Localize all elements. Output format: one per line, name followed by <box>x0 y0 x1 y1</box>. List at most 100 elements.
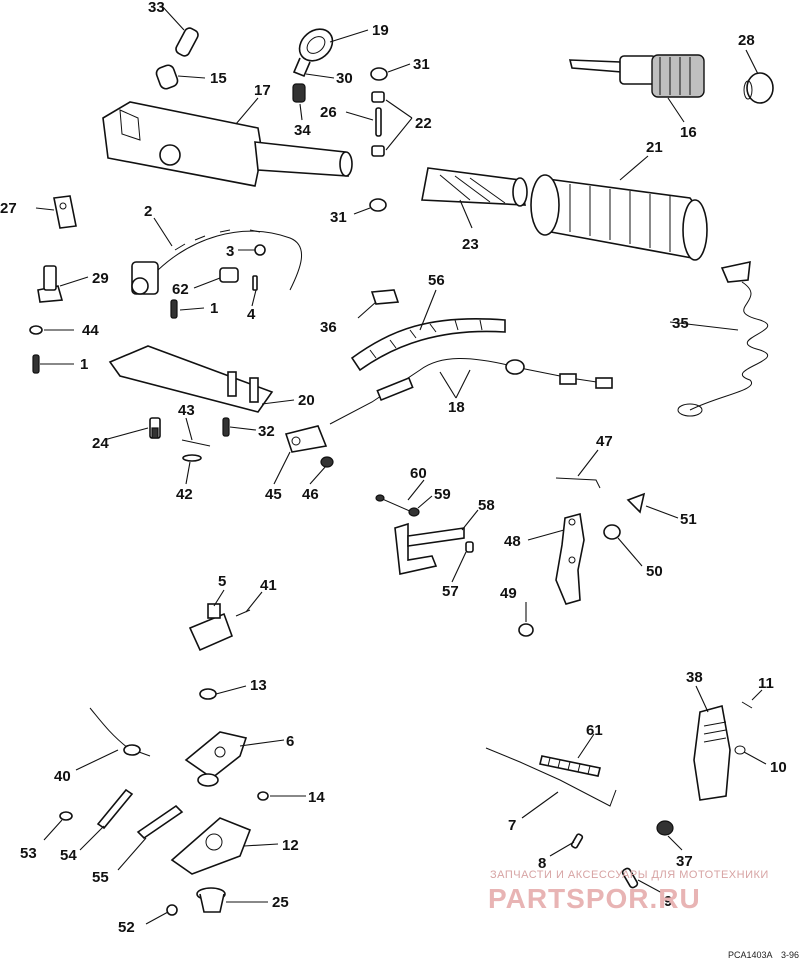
part-53-screw <box>59 811 73 821</box>
part-31-nut-top <box>370 67 388 81</box>
part-40-wire <box>89 707 151 757</box>
part-41-pin <box>235 609 251 617</box>
label-27: 27 <box>0 200 17 217</box>
footer-page: 3-96 <box>781 950 799 960</box>
part-45-link <box>284 425 328 453</box>
label-42: 42 <box>176 486 193 503</box>
part-labels: 33 19 15 30 31 17 26 22 34 28 16 21 27 2… <box>0 0 787 936</box>
part-46-nut <box>320 456 334 468</box>
part-43-cotter-pin <box>181 439 211 447</box>
part-58-bracket <box>394 522 465 575</box>
label-24: 24 <box>92 435 109 452</box>
part-35-lanyard <box>677 260 769 417</box>
label-59: 59 <box>434 486 451 503</box>
part-26-pin <box>375 107 382 137</box>
label-46: 46 <box>302 486 319 503</box>
part-21-grip <box>530 174 708 261</box>
label-15: 15 <box>210 70 227 87</box>
part-2-stop-switch <box>131 229 303 295</box>
part-5-switch <box>188 603 234 652</box>
label-34: 34 <box>294 122 311 139</box>
part-1-screw-upper <box>170 299 178 319</box>
watermark-tagline: ЗАПЧАСТИ И АКСЕССУАРЫ ДЛЯ МОТОТЕХНИКИ <box>490 869 769 881</box>
part-44-washer <box>29 325 43 335</box>
part-16-throttle-shaft <box>568 54 705 98</box>
label-49: 49 <box>500 585 517 602</box>
label-45: 45 <box>265 486 282 503</box>
label-28: 28 <box>738 32 755 49</box>
label-62: 62 <box>172 281 189 298</box>
footer: PCA1403A 3-96 <box>728 950 799 960</box>
label-8: 8 <box>538 855 546 872</box>
label-30: 30 <box>336 70 353 87</box>
label-26: 26 <box>320 104 337 121</box>
label-3: 3 <box>226 243 234 260</box>
label-58: 58 <box>478 497 495 514</box>
label-29: 29 <box>92 270 109 287</box>
label-20: 20 <box>298 392 315 409</box>
part-1-screw-lower <box>32 354 40 374</box>
part-32-screw <box>222 417 230 437</box>
label-54: 54 <box>60 847 77 864</box>
part-33-pin <box>175 27 199 57</box>
label-37: 37 <box>676 853 693 870</box>
label-6: 6 <box>286 733 294 750</box>
label-7: 7 <box>508 817 516 834</box>
part-51-ball-joint <box>626 492 646 514</box>
part-8-pin <box>570 833 584 849</box>
label-35: 35 <box>672 315 689 332</box>
label-57: 57 <box>442 583 459 600</box>
label-10: 10 <box>770 759 787 776</box>
label-60: 60 <box>410 465 427 482</box>
part-25-bushing <box>196 887 226 913</box>
part-24-terminal <box>149 417 161 439</box>
part-61-spring <box>539 755 601 777</box>
part-15-bushing <box>155 64 179 90</box>
part-38-handle <box>693 704 731 801</box>
part-13-ring <box>199 688 217 700</box>
part-52-nut <box>166 904 178 916</box>
label-12: 12 <box>282 837 299 854</box>
part-19-loop <box>292 28 334 78</box>
label-36: 36 <box>320 319 337 336</box>
part-37-nut <box>656 820 674 836</box>
label-55: 55 <box>92 869 109 886</box>
part-31-nut-mid <box>369 198 387 212</box>
label-44: 44 <box>82 322 99 339</box>
part-48-lever <box>555 512 585 605</box>
footer-code: PCA1403A <box>728 950 773 960</box>
label-1-upper: 1 <box>210 300 218 317</box>
part-9-pin <box>621 867 639 889</box>
part-34-stud <box>292 83 306 103</box>
label-53: 53 <box>20 845 37 862</box>
label-31-top: 31 <box>413 56 430 73</box>
label-48: 48 <box>504 533 521 550</box>
label-16: 16 <box>680 124 697 141</box>
label-21: 21 <box>646 139 663 156</box>
label-17: 17 <box>254 82 271 99</box>
label-47: 47 <box>596 433 613 450</box>
part-27-plate <box>53 195 77 229</box>
part-55-plate <box>136 804 184 840</box>
part-47-rod <box>555 477 601 489</box>
label-33: 33 <box>148 0 165 16</box>
part-10-clip <box>734 745 746 755</box>
watermark: ЗАПЧАСТИ И АКСЕССУАРЫ ДЛЯ МОТОТЕХНИКИ PA… <box>488 869 769 914</box>
part-62-stud <box>219 267 239 283</box>
label-1-lower: 1 <box>80 356 88 373</box>
part-22-clip-upper <box>371 91 385 103</box>
part-60-bolt <box>375 494 413 513</box>
label-4: 4 <box>247 306 256 323</box>
part-14-screw <box>257 791 269 801</box>
label-43: 43 <box>178 402 195 419</box>
label-31-mid: 31 <box>330 209 347 226</box>
part-6-gear <box>184 731 248 787</box>
part-59-washer <box>408 507 420 517</box>
part-42-washer <box>182 454 202 462</box>
part-17-handle-body <box>102 101 353 187</box>
part-22-clip-lower <box>371 145 385 157</box>
part-20-base-plate <box>108 345 274 413</box>
watermark-logo-text: PARTSPOR.RU <box>488 883 701 914</box>
label-52: 52 <box>118 919 135 936</box>
